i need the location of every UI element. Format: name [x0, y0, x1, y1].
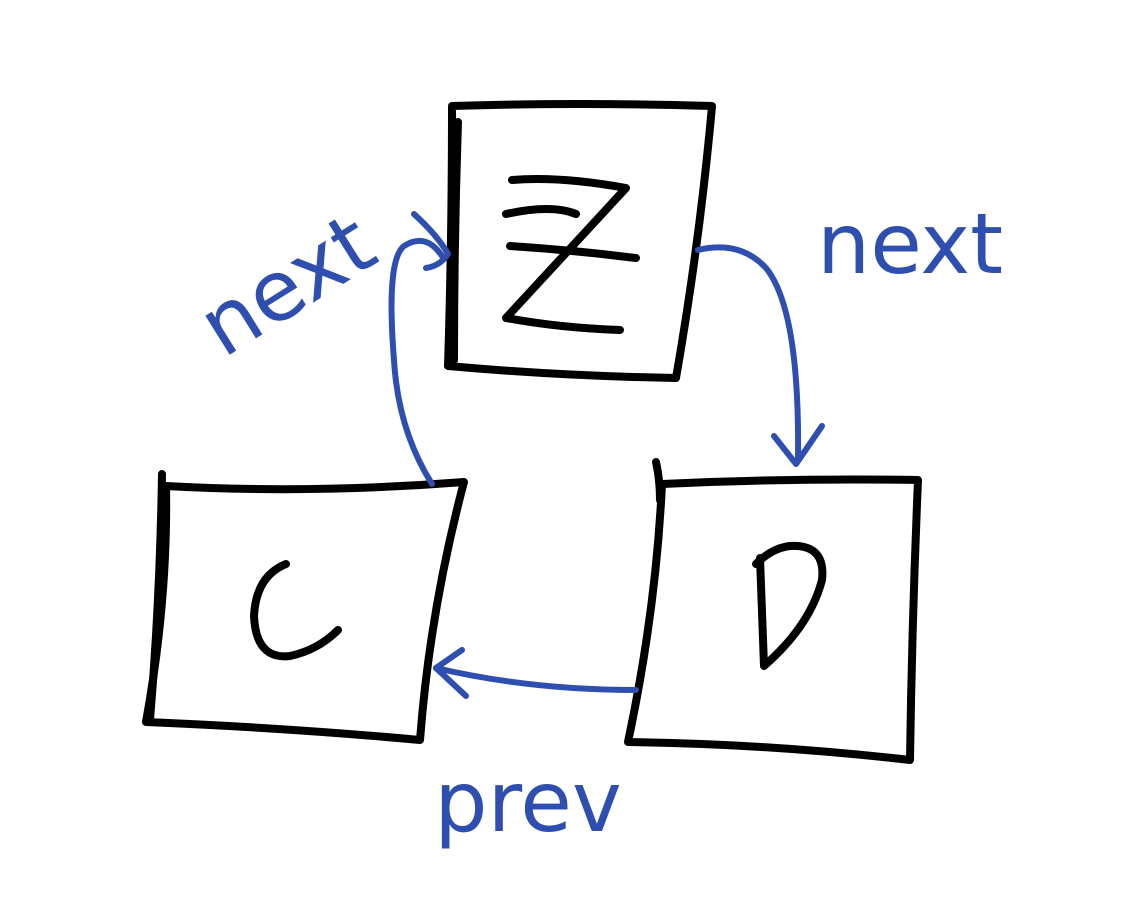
node-d-box	[624, 475, 922, 764]
edge-c-to-z-line	[388, 237, 445, 487]
node-c-glyph	[250, 560, 342, 661]
edge-d-to-c: prev	[433, 647, 639, 851]
node-d: D	[624, 458, 922, 764]
node-z-glyph-stroke	[502, 205, 580, 218]
node-z-crossbar	[506, 242, 640, 262]
edge-z-to-d-label: next	[817, 195, 1003, 293]
edge-d-to-c-line	[433, 665, 639, 693]
edge-d-to-c-arrowhead	[433, 647, 469, 699]
edge-z-to-d: next	[695, 195, 1003, 467]
edge-c-to-z-arrowhead	[411, 211, 451, 271]
edge-d-to-c-label: prev	[434, 753, 621, 851]
edge-c-to-z-label: next	[182, 194, 392, 376]
edge-z-to-d-line	[695, 244, 802, 463]
edge-c-to-z: next	[182, 194, 451, 487]
node-z-box	[444, 100, 716, 382]
node-z-box-overlap	[450, 118, 462, 364]
node-d-box-overlap	[652, 458, 664, 504]
node-z: Z	[444, 100, 716, 382]
node-d-glyph	[752, 541, 827, 670]
node-c-box-overlap	[146, 470, 166, 724]
node-c: C	[142, 470, 468, 744]
edge-z-to-d-arrowhead	[771, 423, 825, 467]
